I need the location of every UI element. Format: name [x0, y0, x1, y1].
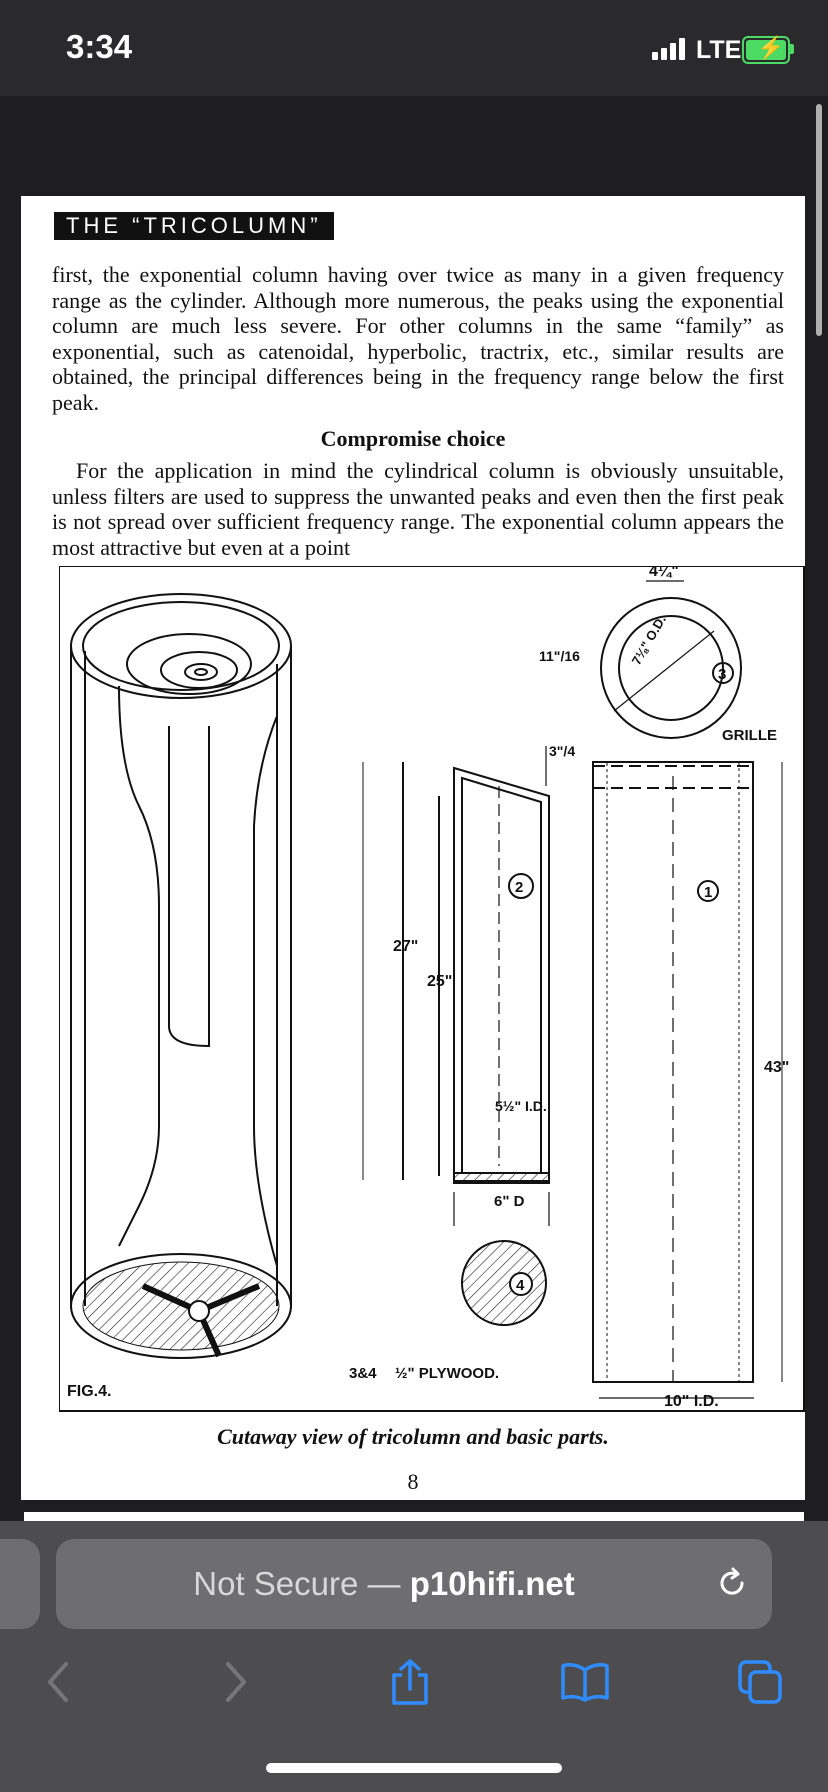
back-icon[interactable]	[28, 1654, 88, 1710]
part-label-3: 3	[718, 666, 726, 683]
status-bar: 3:34 LTE ⚡	[0, 0, 828, 96]
figure-drawing: FIG.4. 4¼ʺ 7⅛ʺ O.D. 11ʺ/16 3ʺ/4 27ʺ 25ʺ …	[58, 563, 805, 1412]
dim-tube-length: 27ʺ	[393, 938, 418, 955]
dim-disc-d: 6ʺ D	[494, 1193, 525, 1210]
section-heading: Compromise choice	[320, 426, 506, 451]
dim-wall: 11ʺ/16	[539, 648, 580, 664]
battery-cap	[790, 44, 794, 54]
dim-column-height: 43ʺ	[764, 1059, 789, 1076]
url-domain: p10hifi.net	[409, 1565, 575, 1602]
signal-icon	[652, 38, 688, 60]
url-display[interactable]: Not Secure — p10hifi.net	[56, 1565, 712, 1603]
dim-gap: 3ʺ/4	[549, 743, 575, 759]
address-bar[interactable]: Not Secure — p10hifi.net	[56, 1539, 772, 1629]
dim-column-id: 10ʺ I.D.	[664, 1393, 719, 1410]
scrollbar[interactable]	[816, 104, 822, 336]
battery-icon: ⚡	[742, 35, 790, 64]
part-label-1: 1	[704, 884, 712, 901]
figure: FIG.4. 4¼ʺ 7⅛ʺ O.D. 11ʺ/16 3ʺ/4 27ʺ 25ʺ …	[58, 563, 805, 1412]
dim-top-width: 4¼ʺ	[649, 566, 679, 580]
plywood-parts: 3&4	[349, 1365, 377, 1382]
reload-icon[interactable]	[714, 1565, 750, 1606]
forward-icon[interactable]	[206, 1654, 266, 1710]
dim-inner-length: 25ʺ	[427, 973, 452, 990]
plywood-note: ½ʺ PLYWOOD.	[395, 1365, 499, 1382]
page-number: 8	[407, 1469, 419, 1494]
running-head: THE “TRICOLUMN”	[54, 212, 334, 240]
fig-label: FIG.4.	[67, 1383, 111, 1400]
figure-caption: Cutaway view of tricolumn and basic part…	[217, 1424, 609, 1449]
home-indicator[interactable]	[266, 1763, 562, 1773]
bookmarks-icon[interactable]	[555, 1654, 615, 1710]
tabs-icon[interactable]	[730, 1654, 790, 1710]
paragraph: For the application in mind the cylindri…	[52, 458, 784, 560]
part-label-4: 4	[516, 1277, 525, 1294]
document-page: THE “TRICOLUMN” first, the exponential c…	[21, 196, 805, 1500]
share-icon[interactable]	[380, 1654, 440, 1710]
previous-tab-peek[interactable]	[0, 1539, 40, 1629]
network-type: LTE	[696, 36, 742, 64]
grille-label: GRILLE	[722, 727, 777, 744]
security-status: Not Secure —	[193, 1565, 410, 1602]
clock: 3:34	[66, 28, 133, 65]
paragraph: first, the exponential column having ove…	[52, 262, 784, 415]
dim-tube-id: 5½ʺ I.D.	[495, 1098, 547, 1114]
part-label-2: 2	[515, 879, 523, 896]
